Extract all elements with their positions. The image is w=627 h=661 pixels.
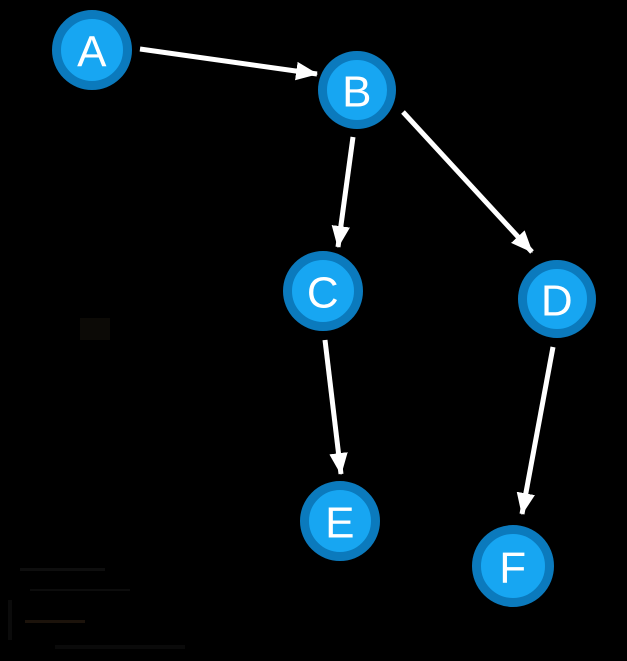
node-layer: A B C D E F [52, 10, 596, 607]
node-circle-F[interactable] [472, 525, 554, 607]
node-A[interactable]: A [52, 10, 132, 90]
smudge-artifact [80, 318, 110, 340]
node-C[interactable]: C [283, 251, 363, 331]
node-circle-A[interactable] [52, 10, 132, 90]
node-D[interactable]: D [518, 260, 596, 338]
edge-C-E[interactable] [322, 339, 348, 476]
node-circle-C[interactable] [283, 251, 363, 331]
smudge-artifact [30, 589, 130, 591]
smudge-artifact [8, 600, 12, 640]
smudge-artifact [20, 568, 105, 571]
edge-D-F[interactable] [516, 346, 556, 516]
node-circle-E[interactable] [300, 481, 380, 561]
node-B[interactable]: B [318, 51, 396, 129]
smudge-artifact [25, 620, 85, 623]
node-E[interactable]: E [300, 481, 380, 561]
edge-A-B[interactable] [139, 46, 319, 81]
smudge-layer [8, 318, 185, 649]
node-F[interactable]: F [472, 525, 554, 607]
smudge-artifact [55, 645, 185, 649]
edge-B-C[interactable] [331, 136, 356, 249]
node-circle-B[interactable] [318, 51, 396, 129]
edge-B-D[interactable] [401, 110, 534, 254]
edge-layer [139, 46, 556, 516]
node-circle-D[interactable] [518, 260, 596, 338]
